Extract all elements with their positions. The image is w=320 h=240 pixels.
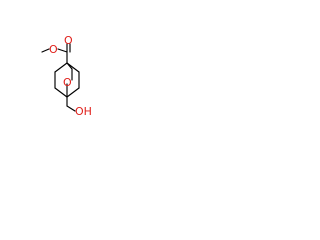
structure-canvas: O O O OH xyxy=(0,0,152,152)
bridge-oxygen-label: O xyxy=(63,76,72,89)
cage-bond-bottom-right xyxy=(66,87,80,98)
carbonyl-oxygen-label: O xyxy=(64,34,73,47)
molecule-diagram: O O O OH xyxy=(41,34,92,118)
hydroxyl-label: OH xyxy=(75,105,92,118)
ester-oxygen-label: O xyxy=(49,43,58,56)
cage-bond-top-right xyxy=(66,62,80,73)
ester-oxygen-bond xyxy=(57,48,68,53)
cage-bond-top-left xyxy=(54,62,68,73)
cage-bond-bottom-left xyxy=(54,87,68,98)
bridge-bond-upper xyxy=(66,62,73,70)
ch2-to-oh-bond xyxy=(66,105,76,112)
methyl-bond xyxy=(41,48,50,53)
